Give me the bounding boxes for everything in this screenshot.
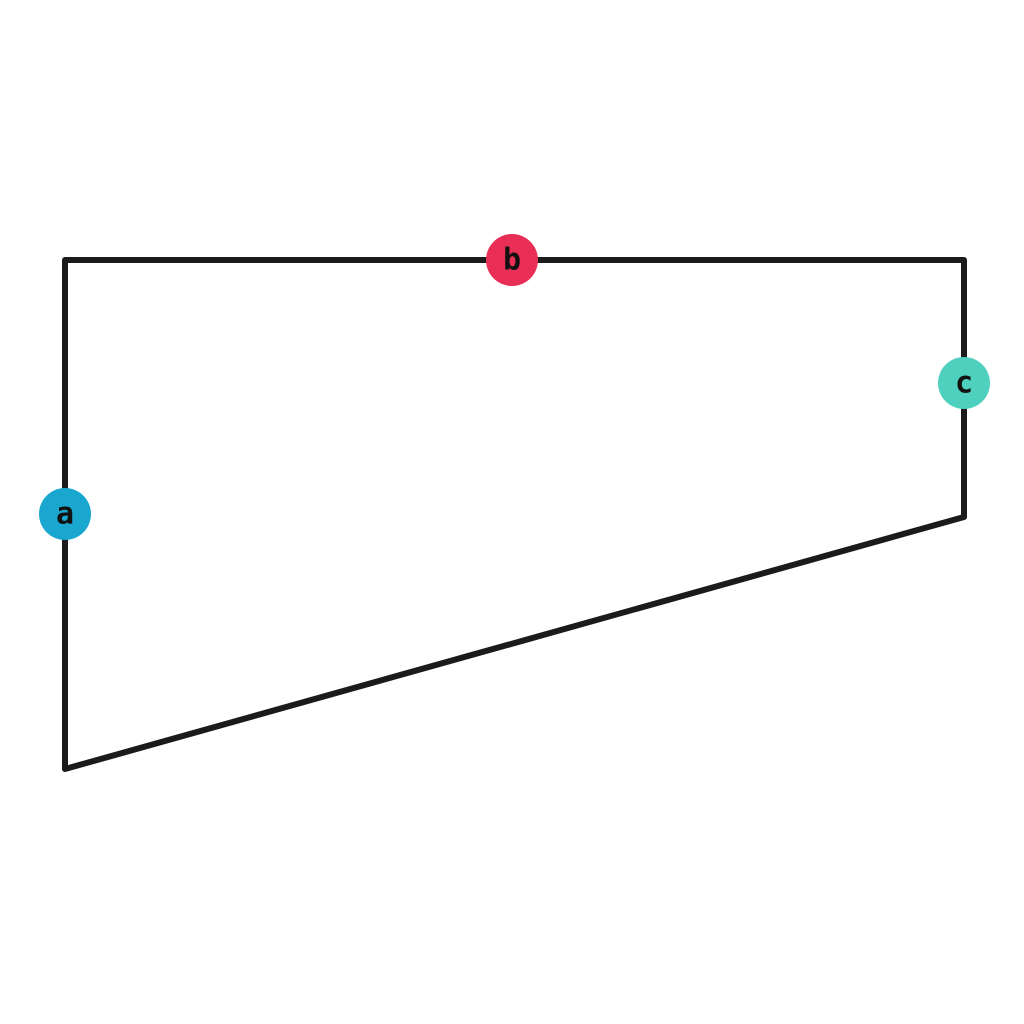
- quadrilateral-outline: [62, 257, 967, 772]
- edge-label-a-marker: [39, 488, 91, 540]
- edge-label-b-text: b: [503, 243, 521, 278]
- edge-label-b-marker: [486, 234, 538, 286]
- edge-label-a-text: a: [56, 497, 74, 532]
- edge-label-c: c: [938, 357, 990, 409]
- edge-label-c-marker: [938, 357, 990, 409]
- edge-label-a: a: [39, 488, 91, 540]
- edge-label-b: b: [486, 234, 538, 286]
- edge-label-c-text: c: [955, 366, 973, 401]
